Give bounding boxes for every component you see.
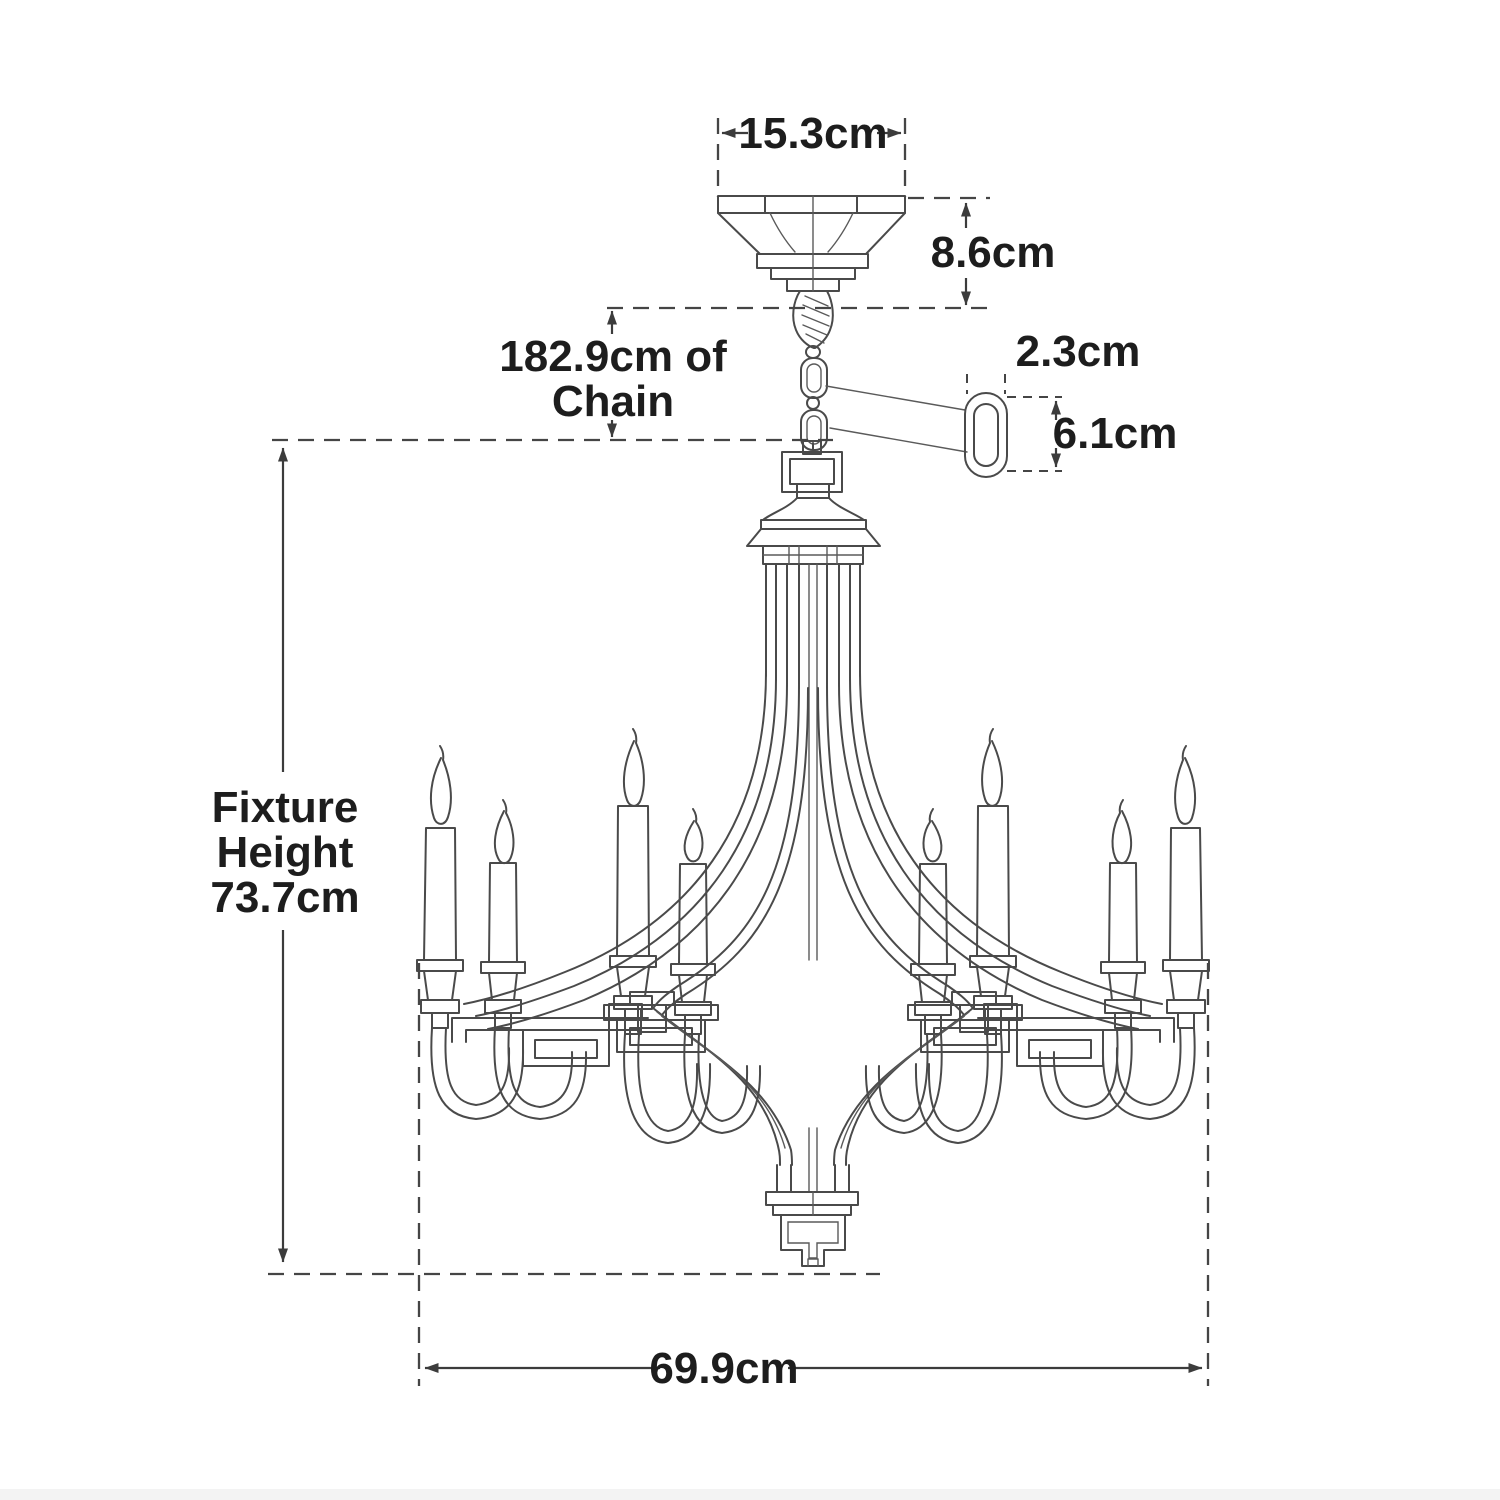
dim-canopy-height: 8.6cm	[607, 196, 1056, 310]
left-arms-and-candles	[416, 671, 809, 1166]
dim-chain-length: 182.9cm of Chain	[499, 310, 727, 438]
chain-length-label-line1: 182.9cm of	[499, 332, 727, 381]
dim-fixture-height: Fixture Height 73.7cm	[210, 438, 880, 1276]
canopy-height-label: 8.6cm	[931, 228, 1056, 277]
fixture-height-label-line3: 73.7cm	[210, 873, 359, 922]
chain-drawing	[800, 357, 828, 451]
chain-link-height-label: 6.1cm	[1053, 409, 1178, 458]
right-arms-and-candles	[817, 671, 1210, 1166]
fixture-height-label-line1: Fixture	[212, 783, 359, 832]
chain-link-detail: 2.3cm 6.1cm	[825, 327, 1178, 478]
canopy-drawing	[717, 195, 906, 359]
fixture-height-label-line2: Height	[217, 828, 354, 877]
chain-link-width-label: 2.3cm	[1016, 327, 1141, 376]
chandelier-drawing	[416, 195, 1210, 1267]
chain-length-label-line2: Chain	[552, 377, 674, 426]
dim-fixture-width: 69.9cm	[417, 963, 1210, 1393]
dim-canopy-width: 15.3cm	[716, 109, 907, 197]
stem-drawing	[746, 440, 881, 565]
dimension-annotations: 15.3cm 8.6cm 182.9cm of Chain	[210, 109, 1210, 1393]
column-lines	[765, 563, 861, 1193]
bottom-finial	[765, 1164, 859, 1267]
fixture-width-label: 69.9cm	[649, 1344, 798, 1393]
image-bottom-edge	[0, 1489, 1500, 1500]
canopy-width-label: 15.3cm	[738, 109, 887, 158]
